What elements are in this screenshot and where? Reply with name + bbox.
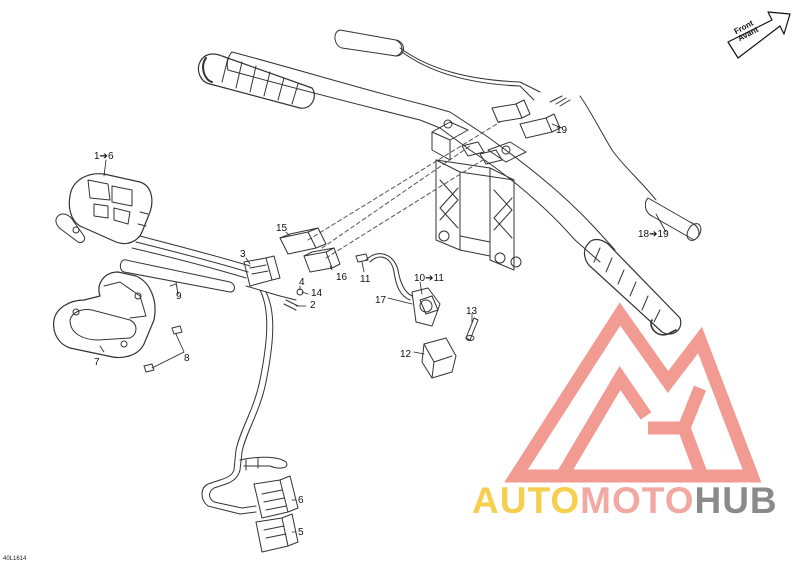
watermark-part-hub: HUB	[694, 480, 778, 521]
diagram-code: 40L1614	[3, 556, 27, 562]
connector-16	[303, 247, 341, 273]
watermark-part-moto: MOTO	[580, 480, 695, 521]
connector-5	[255, 513, 299, 553]
callout-19: 19	[556, 125, 568, 136]
front-direction-arrow-icon	[727, 11, 791, 59]
sensor-assembly	[365, 253, 441, 327]
wiring-harness	[131, 235, 288, 515]
callout-13: 13	[466, 306, 478, 317]
right-grip	[583, 238, 682, 336]
connector-pair-19	[491, 95, 571, 139]
switch-housing	[55, 173, 153, 245]
callout-1-6: 1➔6	[94, 151, 114, 162]
watermark-text: AUTOMOTOHUB	[472, 481, 778, 521]
heated-sleeve-right	[644, 197, 702, 241]
callout-5: 5	[298, 527, 304, 538]
cover-7	[53, 271, 156, 359]
connector-3	[243, 255, 297, 301]
callout-2: 2	[310, 300, 316, 311]
pin-11	[355, 253, 369, 263]
callout-11: 11	[360, 274, 371, 285]
callout-4: 4	[299, 277, 305, 288]
callout-10-11: 10➔11	[414, 273, 444, 284]
callout-8: 8	[184, 353, 190, 364]
callout-6: 6	[298, 495, 304, 506]
handlebar-riser	[431, 119, 527, 271]
block-12	[421, 337, 457, 379]
bolt-13	[465, 317, 479, 341]
callout-12: 12	[400, 349, 412, 360]
callout-16: 16	[336, 272, 348, 283]
left-grip	[197, 53, 315, 109]
callout-17: 17	[375, 295, 387, 306]
screw-2	[283, 299, 299, 311]
watermark-logo-icon	[504, 302, 762, 483]
callout-7: 7	[94, 357, 100, 368]
watermark-part-auto: AUTO	[472, 480, 581, 521]
callout-18-19: 18➔19	[638, 229, 669, 240]
heated-sleeve-left	[334, 29, 404, 57]
screws-8	[143, 325, 183, 373]
callout-15: 15	[276, 223, 288, 234]
callout-3: 3	[240, 249, 246, 260]
callout-9: 9	[176, 291, 182, 302]
connector-15	[279, 227, 327, 255]
callout-14: 14	[311, 288, 323, 299]
connector-6	[253, 475, 299, 519]
